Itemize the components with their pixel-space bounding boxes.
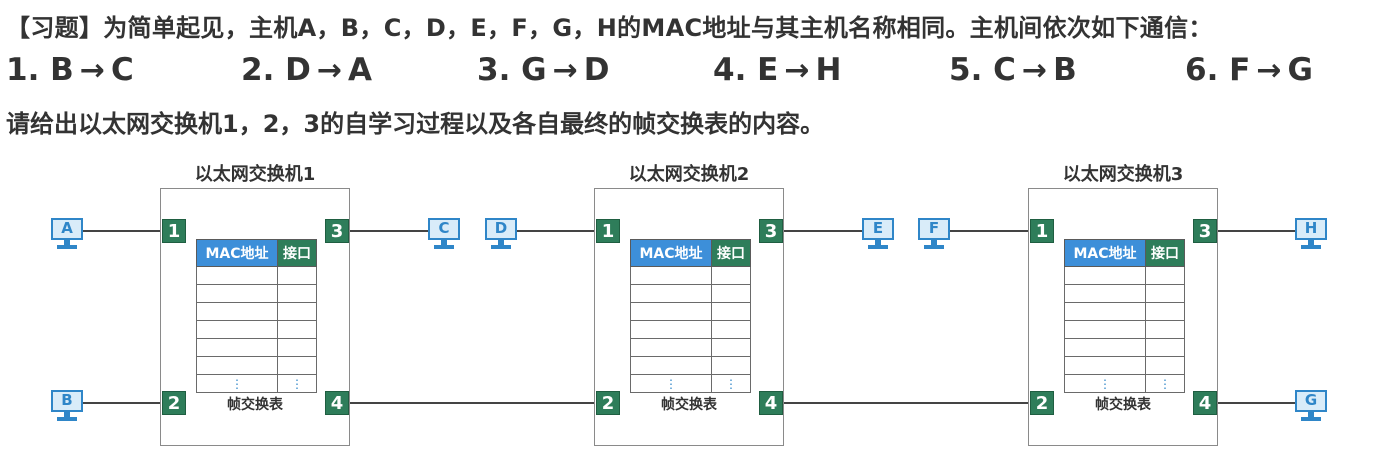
host-f-label: F [918, 218, 950, 240]
host-g-label: G [1295, 390, 1327, 412]
arrow-icon: → [1256, 53, 1282, 88]
communication-sequence: 1. B→C 2. D→A 3. G→D 4. E→H 5. C→B 6. F→… [0, 52, 1386, 96]
switch-3-port-3: 3 [1193, 219, 1217, 243]
table-header-mac: MAC地址 [630, 239, 712, 267]
bracket-open: 【 [6, 14, 31, 42]
switch-1-forwarding-table: MAC地址接口 ⋮⋮ [196, 239, 317, 393]
switch-1-port-4: 4 [325, 391, 349, 415]
switch-2-port-1: 1 [596, 219, 620, 243]
host-b-label: B [51, 390, 83, 412]
question-body: 为简单起见，主机A，B，C，D，E，F，G，H的MAC地址与其主机名称相同。主机… [103, 14, 1213, 42]
bracket-close: 】 [78, 14, 104, 42]
link-sw3-g [1216, 402, 1296, 404]
switch-2-port-4: 4 [759, 391, 783, 415]
link-sw1-sw2 [350, 402, 596, 404]
sequence-step-5: 5. C→B [949, 52, 1077, 88]
switch-3-port-4: 4 [1193, 391, 1217, 415]
ellipsis-icon: ⋮ [196, 374, 278, 393]
switch-1-table-label: 帧交换表 [227, 397, 283, 413]
arrow-icon: → [784, 53, 810, 88]
switch-3-title: 以太网交换机3 [1062, 164, 1184, 185]
host-a-computer-icon: A [51, 218, 83, 250]
switch-3-port-2: 2 [1030, 391, 1054, 415]
question-text: 【习题】为简单起见，主机A，B，C，D，E，F，G，H的MAC地址与其主机名称相… [6, 8, 1213, 43]
host-b-computer-icon: B [51, 390, 83, 422]
link-sw2-e [782, 230, 864, 232]
ellipsis-icon: ⋮ [1064, 374, 1146, 393]
host-h-label: H [1295, 218, 1327, 240]
sequence-step-4: 4. E→H [713, 52, 842, 88]
host-f-computer-icon: F [918, 218, 950, 250]
link-a-sw1 [82, 230, 162, 232]
switch-1-port-2: 2 [162, 391, 186, 415]
switch-2-forwarding-table: MAC地址接口 ⋮⋮ [630, 239, 751, 393]
switch-1-title: 以太网交换机1 [194, 164, 316, 185]
host-c-label: C [428, 218, 460, 240]
link-sw2-sw3 [782, 402, 1030, 404]
host-d-label: D [485, 218, 517, 240]
switch-2-title: 以太网交换机2 [628, 164, 750, 185]
arrow-icon: → [79, 53, 105, 88]
host-g-computer-icon: G [1295, 390, 1327, 422]
sequence-step-2: 2. D→A [241, 52, 373, 88]
question-tag: 习题 [30, 14, 79, 42]
arrow-icon: → [316, 53, 343, 88]
ellipsis-icon: ⋮ [630, 374, 712, 393]
host-e-label: E [862, 218, 894, 240]
link-d-sw2 [516, 230, 596, 232]
switch-1-port-1: 1 [162, 219, 186, 243]
arrow-icon: → [1021, 53, 1048, 88]
table-header-mac: MAC地址 [196, 239, 278, 267]
switch-3-port-1: 1 [1030, 219, 1054, 243]
table-header-interface: 接口 [711, 239, 751, 267]
host-e-computer-icon: E [862, 218, 894, 250]
sequence-step-3: 3. G→D [477, 52, 610, 88]
table-header-interface: 接口 [277, 239, 317, 267]
switch-2-port-2: 2 [596, 391, 620, 415]
link-sw1-c [350, 230, 430, 232]
switch-2-port-3: 3 [759, 219, 783, 243]
ellipsis-icon: ⋮ [1145, 374, 1185, 393]
sequence-step-6: 6. F→G [1185, 52, 1313, 88]
table-header-mac: MAC地址 [1064, 239, 1146, 267]
host-h-computer-icon: H [1295, 218, 1327, 250]
host-c-computer-icon: C [428, 218, 460, 250]
switch-2-table-label: 帧交换表 [661, 397, 717, 413]
switch-3-table-label: 帧交换表 [1095, 397, 1151, 413]
arrow-icon: → [552, 53, 578, 88]
ellipsis-icon: ⋮ [277, 374, 317, 393]
table-header-interface: 接口 [1145, 239, 1185, 267]
link-f-sw3 [950, 230, 1030, 232]
switch-1-port-3: 3 [325, 219, 349, 243]
link-b-sw1 [82, 402, 162, 404]
host-a-label: A [51, 218, 83, 240]
link-sw3-h [1216, 230, 1296, 232]
ellipsis-icon: ⋮ [711, 374, 751, 393]
switch-3-forwarding-table: MAC地址接口 ⋮⋮ [1064, 239, 1185, 393]
sequence-step-1: 1. B→C [6, 52, 134, 88]
instruction-text: 请给出以太网交换机1，2，3的自学习过程以及各自最终的帧交换表的内容。 [6, 110, 825, 138]
host-d-computer-icon: D [485, 218, 517, 250]
